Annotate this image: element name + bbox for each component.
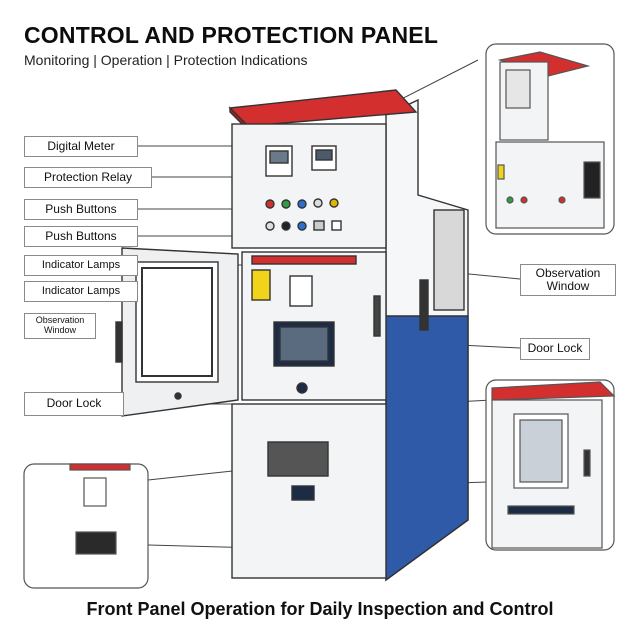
label-observation-window-left: Observation Window <box>24 313 96 339</box>
side-vent <box>433 209 465 311</box>
open-door <box>115 247 239 417</box>
inset-bottom-right <box>485 379 616 551</box>
warning-label <box>251 269 271 301</box>
label-indicator-lamps-2: Indicator Lamps <box>24 281 138 302</box>
label-push-buttons-2: Push Buttons <box>24 226 138 247</box>
cabinet <box>228 89 469 582</box>
label-indicator-lamps-1: Indicator Lamps <box>24 255 138 276</box>
cabinet-side-blue <box>385 315 469 582</box>
inset-top-right <box>485 43 615 235</box>
control-section <box>231 123 387 249</box>
label-push-buttons-1: Push Buttons <box>24 199 138 220</box>
label-door-lock-right: Door Lock <box>520 338 590 360</box>
label-observation-window-right: Observation Window <box>520 264 616 296</box>
label-door-lock-left: Door Lock <box>24 392 124 416</box>
page-title: CONTROL AND PROTECTION PANEL <box>24 22 439 48</box>
lower-vent <box>267 441 329 477</box>
page-subtitle: Monitoring | Operation | Protection Indi… <box>24 52 308 68</box>
push-button-red <box>265 199 275 209</box>
label-digital-meter: Digital Meter <box>24 136 138 157</box>
footer-caption: Front Panel Operation for Daily Inspecti… <box>86 599 554 619</box>
label-protection-relay: Protection Relay <box>24 167 152 188</box>
push-button-blue <box>297 199 307 209</box>
inset-bottom-left <box>23 463 149 589</box>
door-lock-icon <box>296 382 308 394</box>
push-button-green <box>281 199 291 209</box>
